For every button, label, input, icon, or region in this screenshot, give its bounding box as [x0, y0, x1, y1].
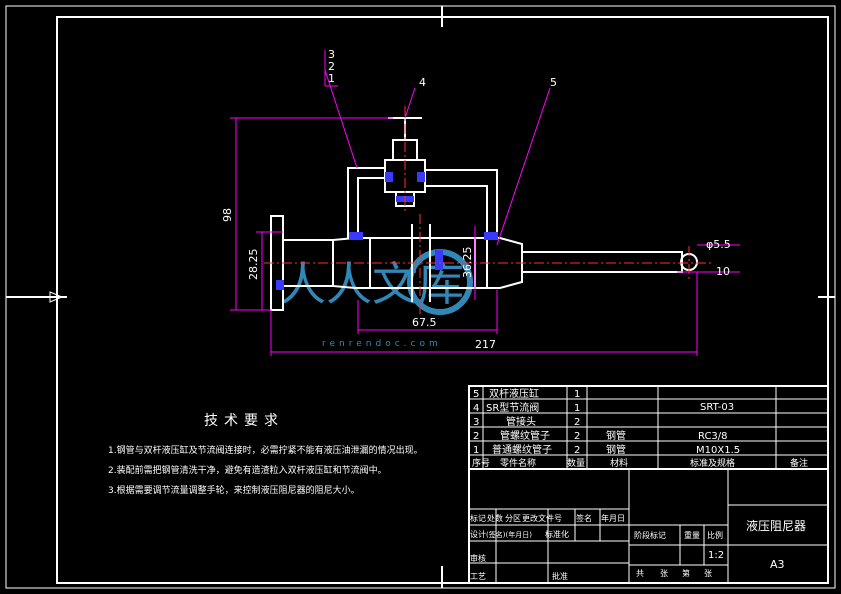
- bom-no-5: 5: [473, 389, 479, 400]
- callout-3: 3: [328, 48, 335, 61]
- tech-requirement-item: 2.装配前需把钢管清洗干净，避免有造渣粒入双杆液压缸和节流阀中。: [108, 466, 387, 476]
- bom-no-3: 3: [473, 417, 479, 428]
- tb-sign-date: (签名)(年月日): [486, 530, 532, 539]
- tb-sheet-size: A3: [770, 558, 785, 571]
- bom-name-4: SR型节流阀: [486, 401, 539, 414]
- tb-scale-label: 比例: [707, 530, 723, 540]
- tb-process: 工艺: [470, 572, 486, 581]
- tb-change-doc: 更改文件号: [522, 513, 562, 523]
- dimension-labels: 98 28.25 36.25 67.5 217 φ5.5 10 3 2 1 4 …: [221, 48, 731, 351]
- bom-spec-2: RC3/8: [698, 431, 728, 442]
- bom-name-1: 普通螺纹管子: [492, 443, 552, 456]
- dim-length-total: 217: [475, 338, 496, 351]
- bom-qty-2: 2: [574, 431, 580, 442]
- title-block-text: 标记 处数 分区 更改文件号 签名 年月日 设计 (签名)(年月日) 标准化 审…: [470, 513, 806, 581]
- bom-qty-3: 2: [574, 417, 580, 428]
- bom-header-name: 零件名称: [500, 457, 536, 469]
- bom-header-qty: 数量: [567, 457, 585, 469]
- dim-rod-end: 10: [716, 265, 730, 278]
- bom-header-material: 材料: [610, 457, 628, 469]
- svg-text:renrendoc.com: renrendoc.com: [322, 339, 442, 349]
- tb-review: 审核: [470, 553, 486, 563]
- bom-no-2: 2: [473, 431, 479, 442]
- bom-qty-5: 1: [574, 389, 580, 400]
- tb-page: 第: [682, 568, 690, 578]
- bom-material-1: 钢管: [606, 443, 626, 456]
- tech-requirement-item: 1.钢管与双杆液压缸及节流阀连接时，必需拧紧不能有液压油泄漏的情况出现。: [108, 446, 423, 456]
- tech-requirements-title: 技术要求: [204, 413, 284, 429]
- dim-span-inner: 67.5: [412, 316, 437, 329]
- callout-1: 1: [328, 72, 335, 85]
- bom-name-2: 管螺纹管子: [500, 429, 550, 442]
- centerlines: [264, 106, 712, 316]
- tb-stage-mark: 阶段标记: [634, 530, 666, 540]
- bom-qty-4: 1: [574, 403, 580, 414]
- svg-text:人人文库: 人人文库: [280, 257, 464, 311]
- dim-height-total: 98: [221, 208, 234, 222]
- tb-mark: 标记: [470, 513, 486, 523]
- dim-cyl-diameter: 36.25: [461, 247, 474, 279]
- tb-standardize: 标准化: [545, 529, 569, 539]
- bom-no-4: 4: [473, 403, 479, 414]
- tb-weight: 重量: [684, 530, 700, 540]
- bom-header-no: 序号: [472, 457, 490, 469]
- callout-4: 4: [419, 76, 426, 89]
- watermark: 人人文库 renrendoc.com: [280, 249, 473, 349]
- dim-hole: φ5.5: [706, 238, 731, 251]
- bom-text: 5 双杆液压缸 1 SRT-03 4 SR型节流阀 1 3 管接头 2 2 管螺…: [472, 387, 808, 469]
- tb-approve: 批准: [552, 571, 568, 581]
- tb-sheets: 张: [660, 569, 668, 578]
- bom-name-3: 管接头: [506, 415, 536, 428]
- title-block: [468, 385, 829, 584]
- tb-count: 处数: [487, 513, 503, 523]
- tb-design: 设计: [470, 529, 486, 539]
- tb-total: 共: [636, 569, 644, 578]
- bom-spec-1: M10X1.5: [696, 445, 740, 456]
- bom-header-spec: 标准及规格: [690, 457, 735, 469]
- tb-zone: 分区: [505, 514, 521, 523]
- dim-height-mid: 28.25: [247, 249, 260, 281]
- bom-name-5: 双杆液压缸: [489, 387, 539, 400]
- bom-spec-5: SRT-03: [700, 402, 734, 413]
- centering-marks: [6, 6, 835, 588]
- dimension-lines: [230, 50, 740, 356]
- bom-no-1: 1: [473, 445, 479, 456]
- tb-drawing-title: 液压阻尼器: [746, 518, 806, 533]
- callout-2: 2: [328, 60, 335, 73]
- bom-material-2: 钢管: [606, 429, 626, 442]
- callout-5: 5: [550, 76, 557, 89]
- bom-header-note: 备注: [790, 457, 808, 469]
- tech-requirements: 技术要求 1.钢管与双杆液压缸及节流阀连接时，必需拧紧不能有液压油泄漏的情况出现…: [108, 410, 458, 504]
- tb-date: 年月日: [601, 513, 625, 523]
- tb-scale-value: 1:2: [708, 550, 724, 561]
- tech-requirement-item: 3.根据需要调节流量调整手轮，来控制液压阻尼器的阻尼大小。: [108, 486, 360, 496]
- bom-qty-1: 2: [574, 445, 580, 456]
- tb-sign: 签名: [576, 513, 592, 523]
- tb-page-unit: 张: [704, 569, 712, 578]
- orientation-arrow-icon: [49, 291, 64, 303]
